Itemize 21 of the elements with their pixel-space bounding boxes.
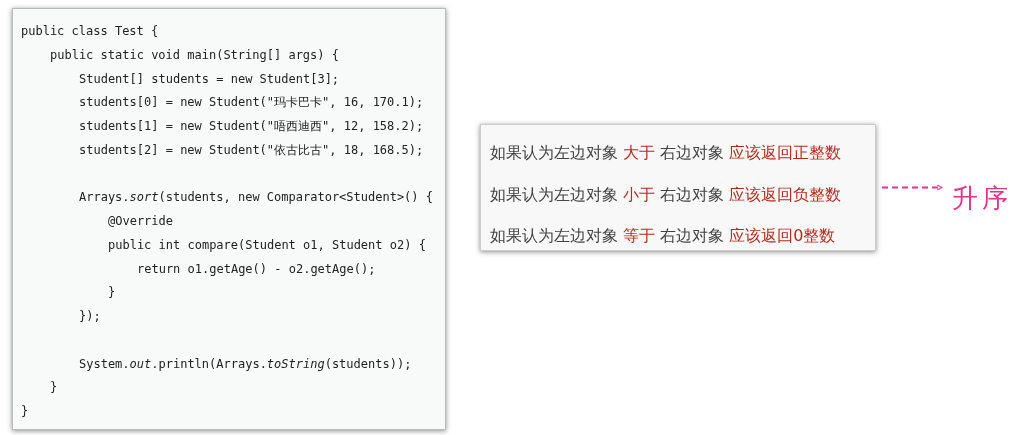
code-line: public class Test { [21,23,159,39]
code-line: System.out.println(Arrays.toString(students)); [79,355,412,372]
code-line: @Override [108,213,174,229]
rule-text: 如果认为左边对象 小于 右边对象 应该返回负整数 [490,184,842,205]
code-line: } [50,379,58,396]
code-line: Arrays.sort(students, new Comparator<Student>() { [79,189,434,206]
code-line: return o1.getAge() - o2.getAge(); [137,260,376,277]
rule-text: 如果认为左边对象 等于 右边对象 应该返回0整数 [490,226,836,246]
code-panel [12,8,446,430]
rule-text: 如果认为左边对象 大于 右边对象 应该返回正整数 [490,143,842,163]
code-line: Student[] students = new Student[3]; [79,70,340,87]
code-line: students[1] = new Student("唔西迪西", 12, 158.2); [79,118,424,134]
code-line: public static void main(String[] args) { [50,46,339,63]
handwritten-note: 升序 [952,180,1018,216]
code-line: } [21,403,29,419]
dashed-arrow [881,184,943,191]
code-line: students[2] = new Student("依古比古", 18, 168.5); [79,141,424,158]
code-line: public int compare(Student o1, Student o2) { [108,236,426,253]
code-line: students[0] = new Student("玛卡巴卡", 16, 170.1); [79,94,424,111]
code-line: }); [79,308,101,324]
code-line: } [108,284,116,301]
